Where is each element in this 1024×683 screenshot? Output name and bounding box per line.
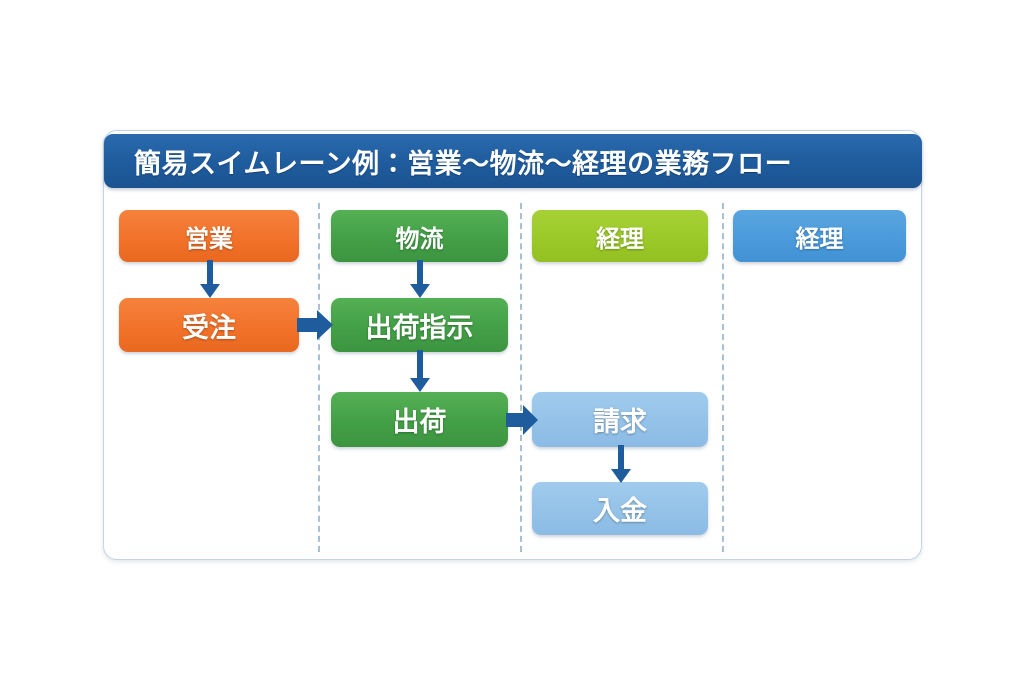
lane-header-sales[interactable]: 営業 <box>119 210 299 262</box>
step-shukka-shiji[interactable]: 出荷指示 <box>331 298 508 352</box>
page-title: 簡易スイムレーン例：営業～物流～経理の業務フロー <box>134 148 793 180</box>
lane-header-label: 経理 <box>596 224 644 253</box>
lane-divider-1 <box>318 203 320 552</box>
arrow-logistics-header-to-shiji <box>408 260 432 300</box>
step-label: 出荷指示 <box>365 312 474 344</box>
step-seikyu[interactable]: 請求 <box>532 392 708 447</box>
lane-header-label: 営業 <box>185 224 233 253</box>
arrow-sales-header-to-juchu <box>198 260 222 300</box>
step-label: 請求 <box>593 407 647 438</box>
step-label: 出荷 <box>392 407 447 438</box>
step-label: 入金 <box>593 496 647 527</box>
lane-header-accounting-2[interactable]: 経理 <box>733 210 906 262</box>
step-label: 受注 <box>182 312 236 344</box>
lane-header-accounting-1[interactable]: 経理 <box>532 210 708 262</box>
diagram-title-bar: 簡易スイムレーン例：営業～物流～経理の業務フロー <box>104 134 922 188</box>
arrow-shiji-to-shukka <box>408 350 432 394</box>
step-shukka[interactable]: 出荷 <box>331 392 508 447</box>
lane-header-logistics[interactable]: 物流 <box>331 210 508 262</box>
arrow-shukka-to-seikyu <box>506 402 540 438</box>
arrow-seikyu-to-nyukin <box>609 445 633 485</box>
arrow-juchu-to-shukka-shiji <box>297 307 335 343</box>
lane-divider-3 <box>722 203 724 552</box>
step-nyukin[interactable]: 入金 <box>532 482 708 535</box>
step-juchu[interactable]: 受注 <box>119 298 299 352</box>
lane-header-label: 物流 <box>395 224 444 253</box>
lane-divider-2 <box>520 203 522 552</box>
lane-header-label: 経理 <box>795 224 844 253</box>
